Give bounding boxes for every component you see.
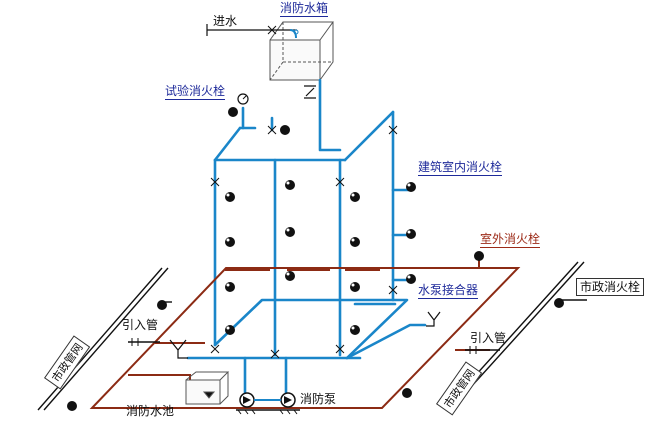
pump-adapter-label: 水泵接合器 — [418, 283, 479, 299]
fire-pumps — [236, 392, 300, 415]
inlet-water-label: 进水 — [213, 14, 238, 28]
fire-water-tank — [269, 21, 334, 81]
fire-pump-label: 消防泵 — [300, 392, 337, 406]
fire-tank-label: 消防水箱 — [280, 1, 329, 17]
indoor-hydrant-label: 建筑室内消火栓 — [418, 160, 503, 176]
inlet-pipe-left-label: 引入管 — [122, 318, 159, 332]
pressure-gauge-icon — [237, 93, 249, 105]
inlet-water-pipe — [206, 24, 299, 39]
hydrants — [67, 107, 564, 411]
valves — [210, 125, 398, 359]
pump-adapter-icons — [169, 311, 441, 359]
fire-pool-label: 消防水池 — [126, 404, 175, 418]
municipal-hydrant-label: 市政消火栓 — [576, 278, 645, 296]
check-valve-icon — [304, 85, 316, 99]
outdoor-hydrant-label: 室外消火栓 — [480, 232, 541, 248]
inlet-pipe-valves — [131, 338, 477, 354]
supply-pipe-network — [186, 78, 427, 397]
test-hydrant-label: 试验消火栓 — [165, 84, 226, 100]
inlet-pipe-right-label: 引入管 — [470, 331, 507, 345]
fire-pool — [185, 371, 230, 405]
